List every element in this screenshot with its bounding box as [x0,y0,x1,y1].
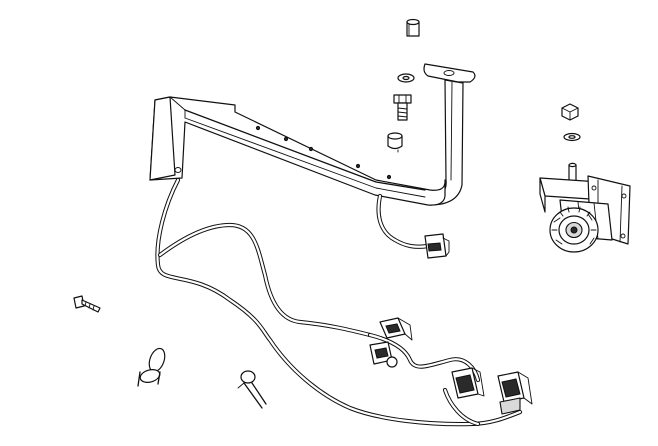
flat-washer [397,73,415,83]
wiring-connector [424,233,450,259]
lock-washer [563,132,581,142]
p-clip [237,370,267,409]
bracket-arm [149,63,476,206]
hex-nut [561,103,579,121]
cable-tie-clip [137,347,166,387]
wiring-connector [451,367,485,399]
wiring-connector [497,371,533,415]
hex-bolt [393,94,412,121]
motor-assembly [539,162,631,253]
wiring-connector [369,341,398,368]
self-tapping-screw [73,295,101,313]
spacer-sleeve [406,18,420,37]
wiring-harness [155,177,523,427]
wiring-connector [379,317,413,341]
rubber-bushing [387,132,403,153]
